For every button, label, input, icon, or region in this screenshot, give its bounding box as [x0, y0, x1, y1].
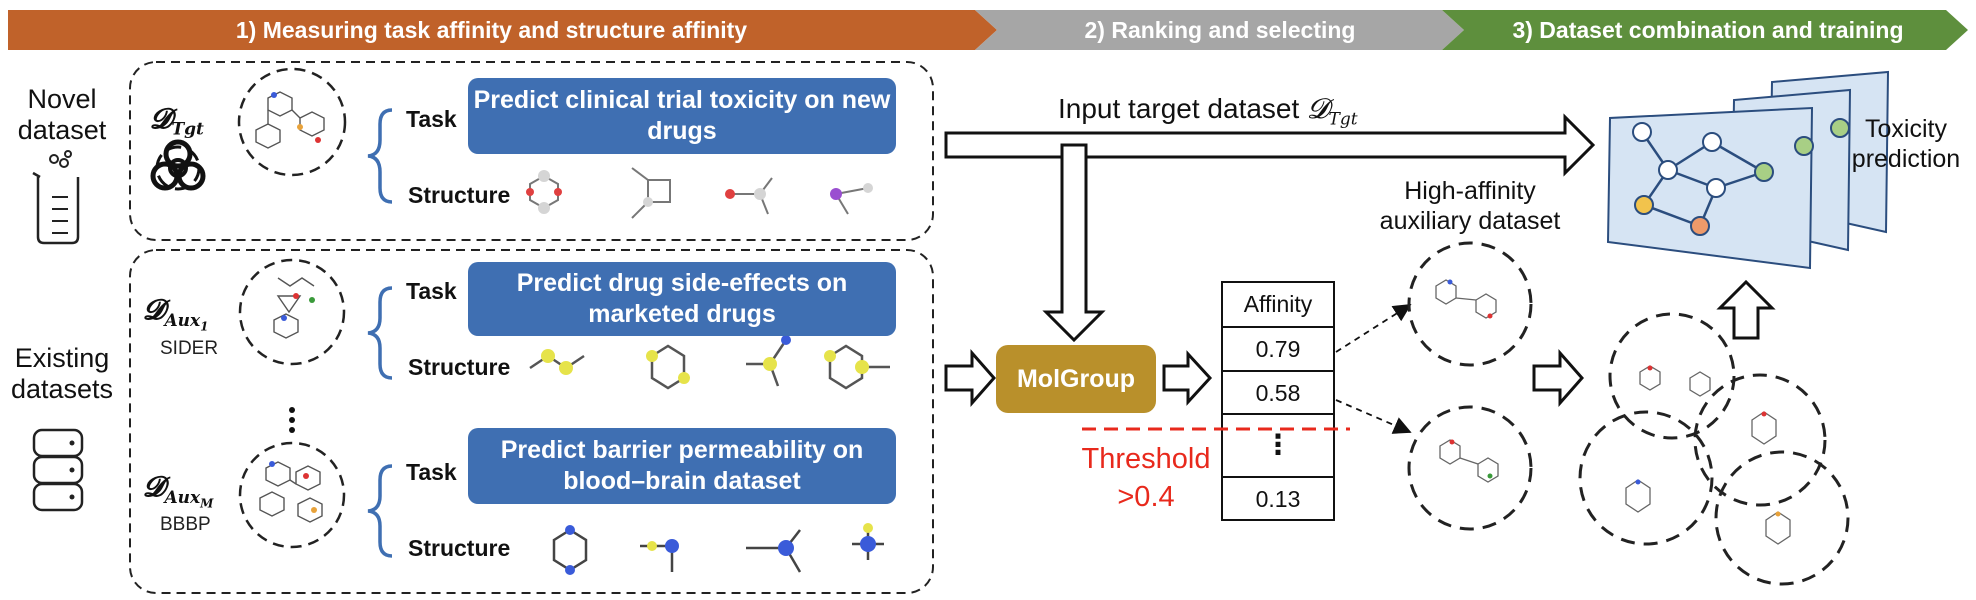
combined-molecules — [1625, 365, 1791, 545]
auxM-task-box: Predict barrier permeability on blood–br… — [468, 428, 896, 504]
step2-banner — [975, 10, 1464, 50]
aux1-structure-label: Structure — [408, 354, 511, 380]
existing-datasets-box — [129, 249, 934, 594]
target-molecule-circle — [237, 67, 347, 177]
affinity-ellipsis: ⋮ — [1264, 429, 1292, 460]
aux1-molecule-sketch — [273, 277, 315, 339]
input-target-arrow — [944, 113, 1596, 177]
aux-to-molgroup-arrow — [944, 349, 996, 407]
target-brace — [367, 108, 393, 204]
step1-title: 1) Measuring task affinity and structure… — [235, 17, 748, 43]
target-structure-fragments — [526, 167, 873, 219]
database-icon — [32, 428, 84, 512]
auxM-dataset-label: BBBP — [160, 514, 211, 535]
aux1-task-box: Predict drug side-effects on marketed dr… — [468, 262, 896, 336]
combined-to-training-arrow — [1716, 279, 1776, 340]
selection-connectors — [1335, 304, 1412, 434]
step3-title: 3) Dataset combination and training — [1512, 17, 1904, 43]
step1-banner — [8, 10, 997, 50]
aux1-brace — [367, 286, 393, 380]
step3-banner — [1442, 10, 1968, 50]
auxM-molecule-sketch — [259, 461, 323, 523]
affinity-value-last: 0.13 — [1255, 486, 1301, 512]
auxM-structure-label: Structure — [408, 535, 511, 561]
auxM-structure-fragments — [552, 523, 884, 575]
affinity-table — [1221, 281, 1335, 521]
auxM-task-label: Task — [406, 459, 457, 485]
high-affinity-circle-1 — [1407, 241, 1533, 367]
combined-datasets-cluster — [1578, 312, 1850, 586]
target-molecule-sketch — [255, 91, 325, 149]
target-task-box: Predict clinical trial toxicity on new d… — [468, 78, 896, 154]
target-dataset-name: 𝓓Tgt — [150, 102, 204, 140]
beaker-icon — [32, 150, 80, 245]
high-affinity-molecules — [1435, 279, 1499, 483]
graph-network-icon — [1606, 70, 1890, 270]
auxM-molecule-circle — [238, 441, 346, 549]
aux1-task-label: Task — [406, 278, 457, 304]
aux1-structure-fragments — [529, 335, 890, 390]
aux1-molecule-circle — [238, 258, 346, 366]
input-target-label: Input target dataset 𝓓Tgt — [1058, 92, 1358, 130]
target-task-label: Task — [406, 106, 457, 132]
affinity-header: Affinity — [1243, 291, 1313, 317]
auxM-brace — [367, 464, 393, 558]
table-to-combined-arrow — [1532, 349, 1584, 407]
molgroup-box: MolGroup — [996, 345, 1156, 413]
aux1-dataset-name: 𝓓Aux1 — [143, 293, 209, 333]
aux1-dataset-label: SIDER — [160, 338, 219, 359]
aux-ellipsis — [289, 407, 295, 433]
target-to-molgroup-arrow — [1042, 143, 1106, 343]
auxM-dataset-name: 𝓓AuxM — [143, 470, 214, 510]
step2-title: 2) Ranking and selecting — [1084, 17, 1356, 43]
high-affinity-circle-2 — [1407, 405, 1533, 531]
threshold-label: Threshold>0.4 — [1081, 443, 1211, 513]
affinity-value-1: 0.79 — [1255, 336, 1301, 362]
molgroup-to-table-arrow — [1162, 350, 1213, 406]
target-structure-label: Structure — [408, 182, 511, 208]
affinity-value-2: 0.58 — [1255, 380, 1301, 406]
biohazard-icon — [150, 139, 206, 191]
novel-dataset-box — [129, 61, 934, 241]
